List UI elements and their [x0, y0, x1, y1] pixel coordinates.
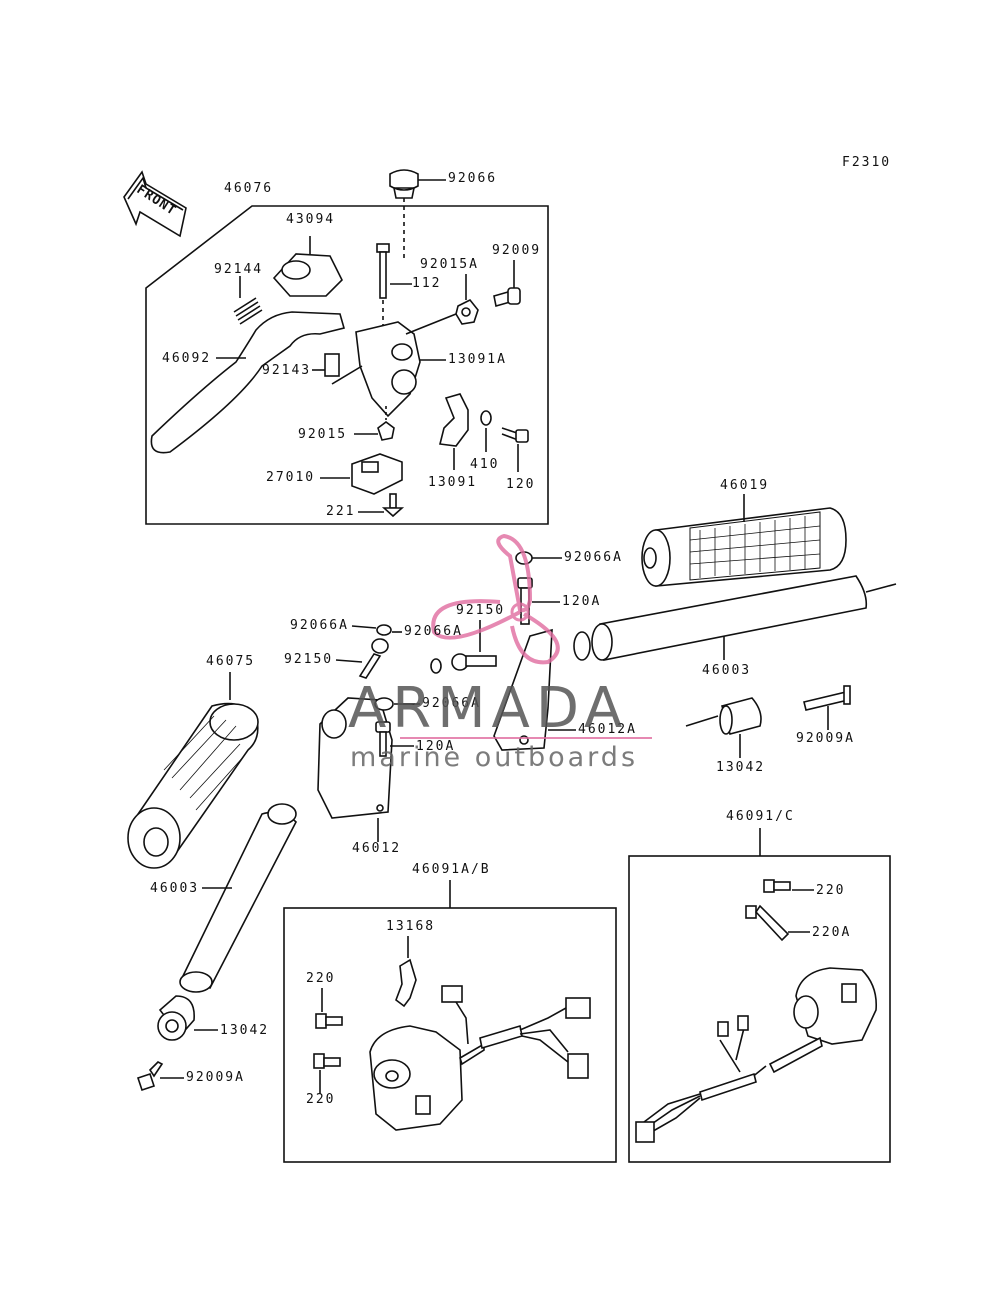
part-label: 220A	[812, 925, 852, 940]
part-label: 120A	[416, 739, 456, 754]
part-label: 13168	[386, 919, 436, 934]
part-label: 46012	[352, 841, 402, 856]
part-label: 92143	[262, 363, 312, 378]
part-label: 92066	[448, 171, 498, 186]
clutch-assembly-box	[145, 205, 549, 525]
grip-46019	[641, 494, 847, 587]
part-label: 92015	[298, 427, 348, 442]
lever-46092	[150, 311, 345, 454]
part-label: 13091A	[448, 352, 507, 367]
front-arrow-icon	[123, 170, 187, 238]
screw-220A	[745, 904, 810, 942]
screw-92009	[493, 260, 521, 308]
part-label: 92066A	[404, 624, 463, 639]
part-label: 220	[306, 971, 336, 986]
screw-220-a	[315, 988, 343, 1029]
part-label: 46076	[224, 181, 274, 196]
watermark-brand: ARMADA	[348, 676, 629, 741]
screw-92150-left	[335, 638, 389, 679]
part-label: 120A	[562, 594, 602, 609]
part-label: 46003	[150, 881, 200, 896]
weight-13042-right	[685, 697, 762, 758]
part-label: 92150	[284, 652, 334, 667]
bracket-46012	[317, 697, 393, 842]
figure-code: F2310	[842, 155, 892, 170]
switch-housing-right	[768, 967, 878, 1074]
part-label: 92144	[214, 262, 264, 277]
nut-92015	[354, 406, 395, 441]
weight-13042-left	[157, 995, 218, 1041]
spring-92144	[233, 276, 263, 325]
part-label: 221	[326, 504, 356, 519]
part-label: 220	[816, 883, 846, 898]
part-label: 120	[506, 477, 536, 492]
part-label: 13042	[716, 760, 766, 775]
screw-92150-upper	[430, 620, 497, 674]
part-label: 46091A/B	[412, 862, 491, 877]
collar-92143	[312, 353, 340, 377]
bolt-92009A-right	[803, 685, 851, 730]
part-label: 46075	[206, 654, 256, 669]
part-label: 27010	[266, 470, 316, 485]
screw-221	[358, 493, 405, 518]
holder-13091A	[331, 321, 446, 418]
part-label: 112	[412, 276, 442, 291]
part-label: 92150	[456, 603, 506, 618]
cover-43094	[272, 236, 343, 297]
bolt-120A-lower	[375, 721, 414, 757]
handlebar-46003-right	[573, 575, 897, 661]
part-label: 43094	[286, 212, 336, 227]
cap-92066	[389, 169, 446, 262]
grip-46075	[127, 672, 259, 869]
part-label: 92066A	[564, 550, 623, 565]
part-label: 92066A	[422, 696, 481, 711]
switch-housing-left	[369, 1025, 463, 1131]
clip-13168	[395, 936, 417, 1008]
armada-logo-icon	[400, 533, 652, 739]
part-label: 46091/C	[726, 809, 795, 824]
switch-box-46091AB	[283, 907, 617, 1163]
bolt-120	[501, 427, 529, 472]
nut-92015A	[405, 274, 479, 335]
clamp-13091	[439, 393, 469, 470]
part-label: 46019	[720, 478, 770, 493]
part-label: 92066A	[290, 618, 349, 633]
wiring-harness-left	[441, 985, 591, 1079]
washer-410	[480, 410, 492, 452]
part-label: 13091	[428, 475, 478, 490]
part-label: 92009A	[186, 1070, 245, 1085]
switch-27010	[320, 453, 403, 495]
part-label: 46012A	[578, 722, 637, 737]
washer-92066A-lower	[374, 697, 420, 711]
wiring-harness-right	[635, 1015, 767, 1143]
watermark-tagline: marine outboards	[350, 742, 639, 773]
part-label: 46003	[702, 663, 752, 678]
part-label: 92009A	[796, 731, 855, 746]
part-label: 220	[306, 1092, 336, 1107]
screw-220-c	[763, 879, 814, 893]
part-label: 92009	[492, 243, 542, 258]
screw-220-b	[313, 1053, 341, 1094]
bolt-92009A-left	[136, 1061, 184, 1092]
handlebar-46003-left	[179, 803, 297, 993]
part-label: 410	[470, 457, 500, 472]
bolt-112	[376, 243, 412, 340]
part-label: 13042	[220, 1023, 270, 1038]
part-label: 92015A	[420, 257, 479, 272]
part-label: 46092	[162, 351, 212, 366]
washer-92066A-left	[351, 624, 402, 636]
